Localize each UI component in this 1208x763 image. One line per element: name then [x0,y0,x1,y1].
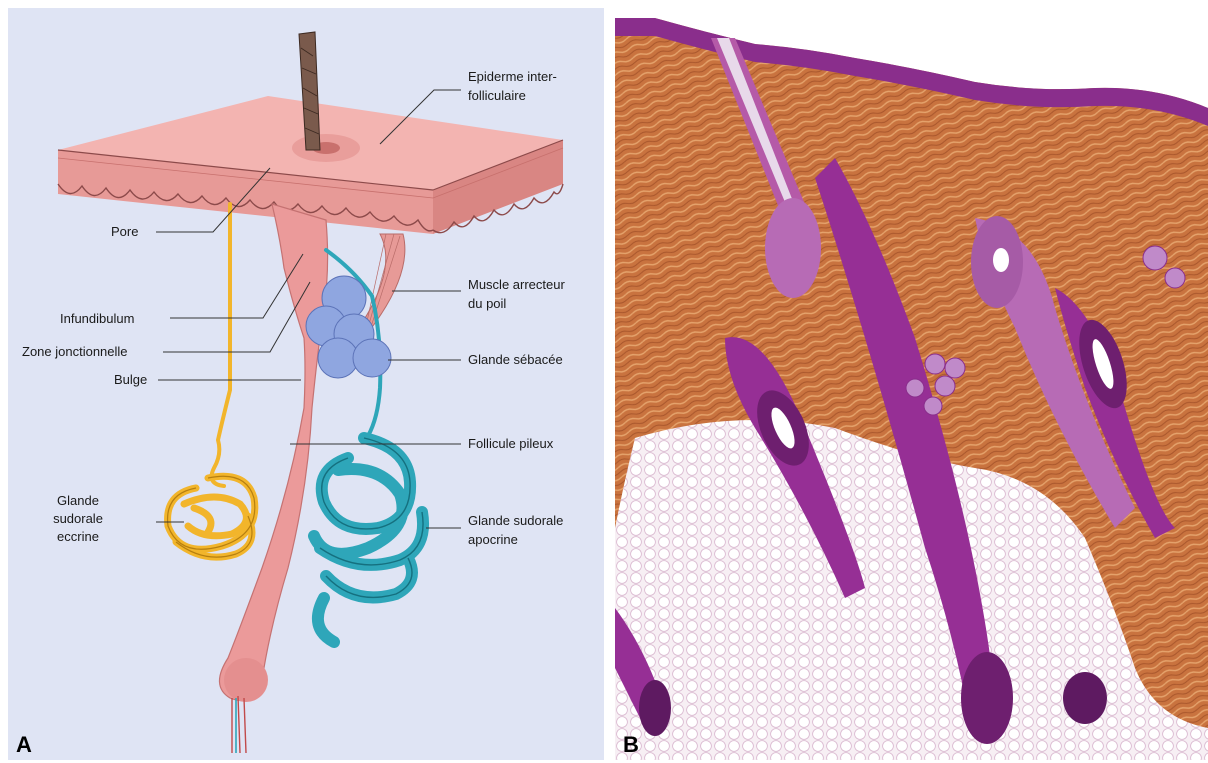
label-glande-sudorale-eccrine-line1: Glande [57,493,99,508]
label-glande-sudorale-eccrine-line3: eccrine [57,529,99,544]
panel-letter-a: A [16,732,32,757]
label-bulge: Bulge [114,372,147,387]
label-glande-sebacee: Glande sébacée [468,352,563,367]
label-infundibulum: Infundibulum [60,311,134,326]
label-zone-jonctionnelle: Zone jonctionnelle [22,344,128,359]
label-epiderme-interfolliculaire-line2: folliculaire [468,88,526,103]
label-follicule-pileux: Follicule pileux [468,436,554,451]
skin-appendage-diagram: Epiderme inter- folliculaire Pore Muscle… [8,8,604,760]
label-glande-sudorale-apocrine-line2: apocrine [468,532,518,547]
hair-bulb [224,658,268,702]
label-glande-sudorale-apocrine-line1: Glande sudorale [468,513,563,528]
label-pore: Pore [111,224,138,239]
label-muscle-arrecteur-line1: Muscle arrecteur [468,277,565,292]
histology-micrograph: B [615,8,1208,760]
label-muscle-arrecteur-line2: du poil [468,296,506,311]
label-glande-sudorale-eccrine-line2: sudorale [53,511,103,526]
label-epiderme-interfolliculaire-line1: Epiderme inter- [468,69,557,84]
panel-letter-b: B [623,732,639,757]
